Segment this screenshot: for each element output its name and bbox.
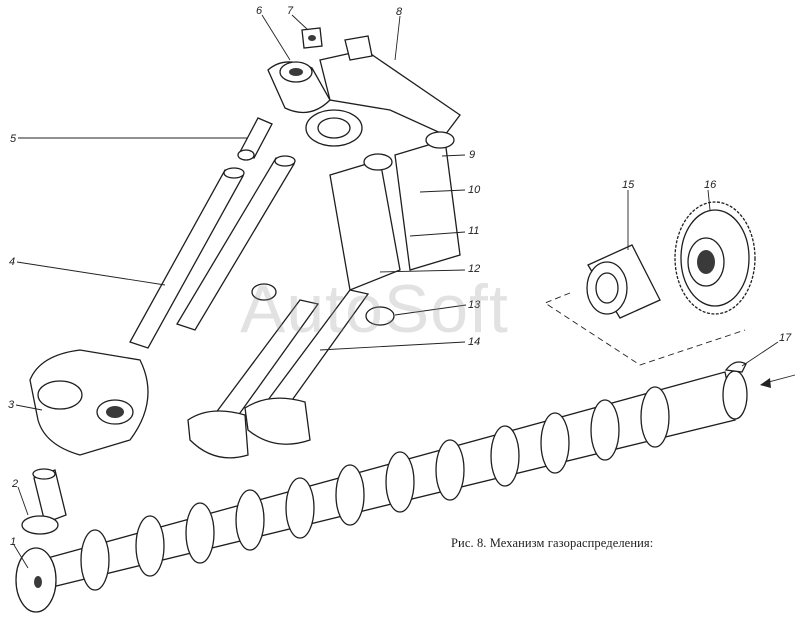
thrust-flange	[586, 244, 661, 319]
part-label-14: 14	[468, 336, 480, 348]
part-label-6: 6	[256, 5, 263, 17]
assembly-arrow	[760, 374, 796, 388]
part-label-2: 2	[11, 478, 18, 490]
part-label-13: 13	[468, 299, 481, 311]
part-label-8: 8	[396, 6, 403, 18]
part-label-16: 16	[704, 179, 717, 191]
valve-springs	[329, 131, 461, 291]
figure-caption: Рис. 8. Механизм газораспределения:	[451, 536, 654, 550]
rocker-arm-assembly	[267, 27, 461, 147]
camshaft-cams	[80, 386, 670, 591]
part-label-4: 4	[9, 256, 15, 268]
part-labels: 1 2 3 4 5 6 7 8 9 10 11 12 13 14 15 16 1…	[8, 5, 792, 548]
part-label-10: 10	[468, 184, 481, 196]
valves	[187, 289, 370, 459]
tappet	[21, 468, 67, 535]
push-rods	[129, 155, 296, 349]
part-label-3: 3	[8, 399, 15, 411]
adjusting-screw	[237, 117, 273, 161]
part-label-9: 9	[469, 149, 475, 161]
tappet-guide-block	[29, 349, 149, 456]
camshaft-gear	[674, 201, 756, 315]
part-label-17: 17	[779, 332, 792, 344]
part-label-12: 12	[468, 263, 480, 275]
dashed-assembly-line	[544, 292, 746, 366]
part-label-5: 5	[10, 133, 17, 145]
part-label-7: 7	[287, 5, 294, 17]
woodruff-key	[724, 361, 747, 373]
part-label-15: 15	[622, 179, 635, 191]
valve-rotator	[251, 283, 395, 326]
part-label-1: 1	[10, 536, 16, 548]
part-label-11: 11	[468, 225, 479, 237]
camshaft	[15, 370, 748, 613]
leader-lines	[13, 14, 779, 569]
